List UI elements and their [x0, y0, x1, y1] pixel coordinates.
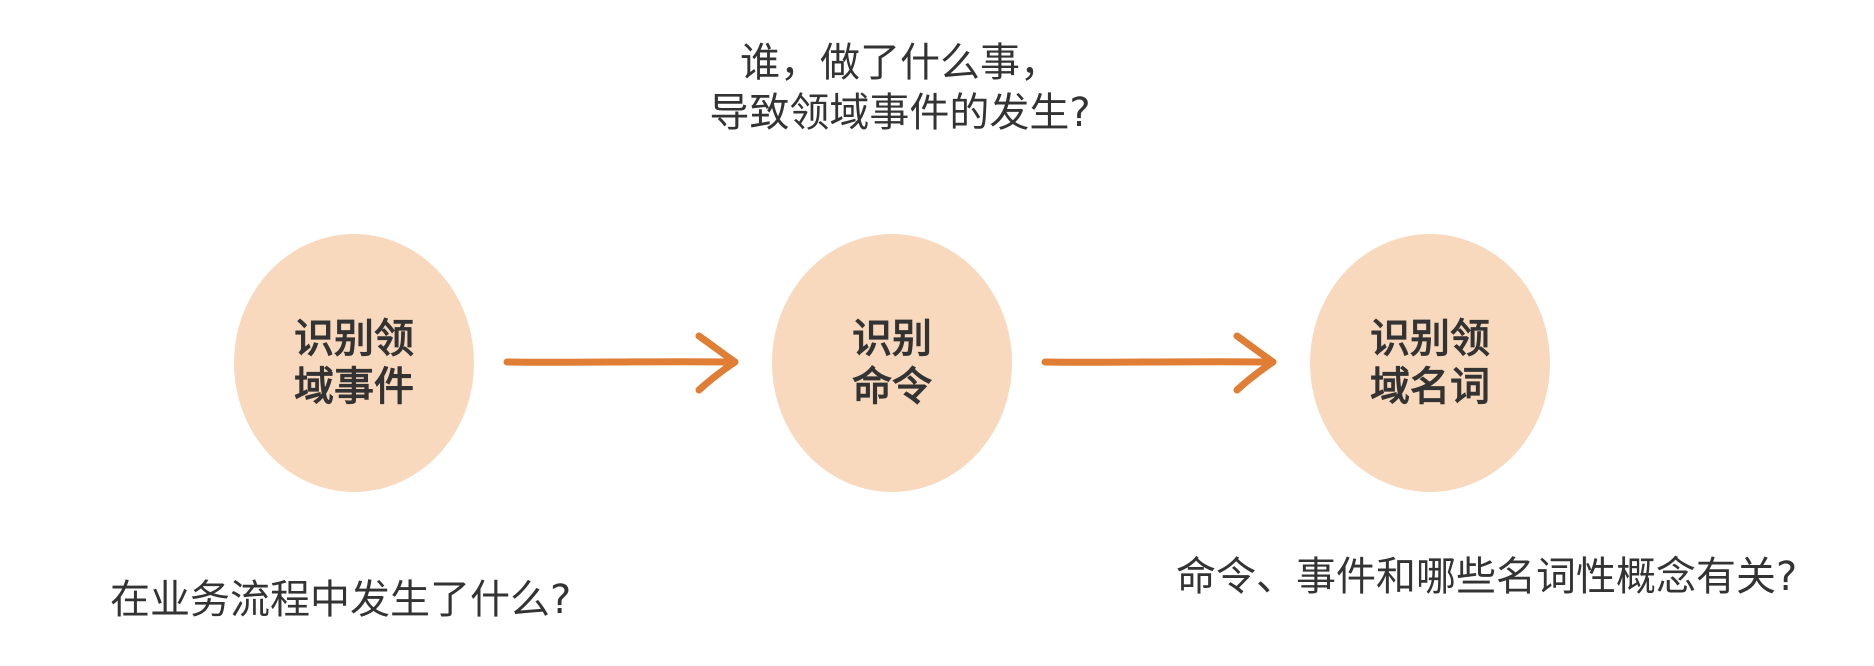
step-identify-domain-events: 识别领 域事件: [234, 234, 474, 492]
step-label-line-2: 域名词: [1370, 364, 1490, 410]
flow-arrow-1: [503, 332, 739, 394]
step-label: 识别 命令: [852, 315, 932, 411]
step-label: 识别领 域名词: [1370, 315, 1490, 411]
step-identify-commands: 识别 命令: [772, 234, 1012, 492]
bottom-left-question: 在业务流程中发生了什么?: [110, 577, 572, 623]
top-question-line-2: 导致领域事件的发生?: [709, 90, 1091, 136]
step-label: 识别领 域事件: [294, 315, 414, 411]
step-label-line-2: 命令: [852, 364, 932, 410]
step-identify-domain-nouns: 识别领 域名词: [1310, 234, 1550, 492]
step-label-line-1: 识别领: [1370, 316, 1490, 362]
flow-arrow-2: [1041, 332, 1277, 394]
step-label-line-1: 识别: [852, 316, 932, 362]
top-question: 谁，做了什么事， 导致领域事件的发生?: [650, 38, 1150, 138]
top-question-line-1: 谁，做了什么事，: [740, 40, 1060, 86]
bottom-right-question: 命令、事件和哪些名词性概念有关?: [1176, 554, 1798, 600]
step-label-line-1: 识别领: [294, 316, 414, 362]
step-label-line-2: 域事件: [294, 364, 414, 410]
